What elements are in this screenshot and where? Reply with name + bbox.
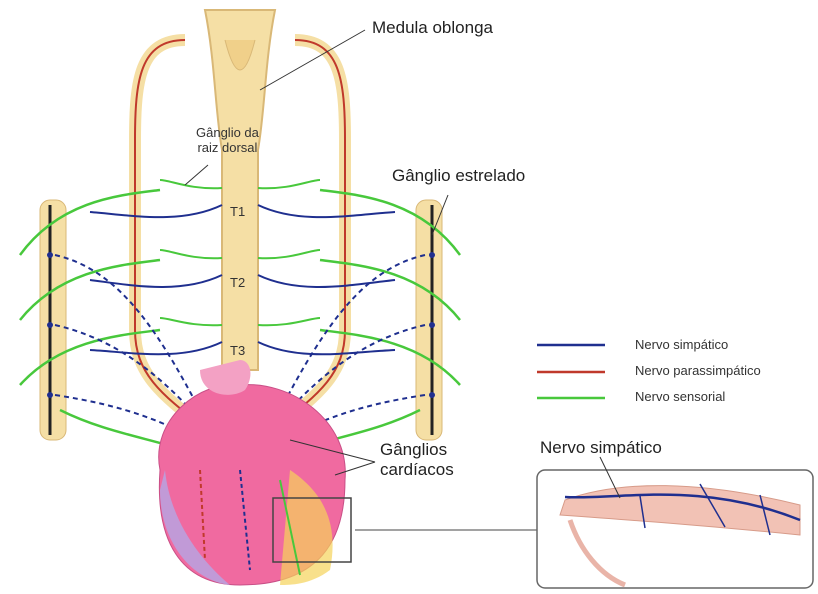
label-t1: T1 xyxy=(230,205,245,220)
label-ganglio-estrelado: Gânglio estrelado xyxy=(392,166,525,186)
label-t2: T2 xyxy=(230,276,245,291)
spinal-cord xyxy=(205,10,275,370)
label-ganglio-raiz-dorsal: Gânglio da raiz dorsal xyxy=(196,126,259,156)
left-sympathetic-chain xyxy=(40,200,66,440)
label-ganglios-cardiacos-line2: cardíacos xyxy=(380,460,454,480)
label-ganglio-raiz-dorsal-line1: Gânglio da xyxy=(196,126,259,141)
right-sympathetic-chain xyxy=(416,200,442,440)
legend-label-parasympathetic: Nervo parassimpático xyxy=(635,364,761,379)
label-medula-oblonga: Medula oblonga xyxy=(372,18,493,38)
legend-label-sensory: Nervo sensorial xyxy=(635,390,725,405)
label-ganglios-cardiacos: Gânglios cardíacos xyxy=(380,440,454,479)
legend-label-sympathetic: Nervo simpático xyxy=(635,338,728,353)
inset-title: Nervo simpático xyxy=(540,438,662,458)
label-ganglios-cardiacos-line1: Gânglios xyxy=(380,440,454,460)
label-t3: T3 xyxy=(230,344,245,359)
label-ganglio-raiz-dorsal-line2: raiz dorsal xyxy=(196,141,259,156)
